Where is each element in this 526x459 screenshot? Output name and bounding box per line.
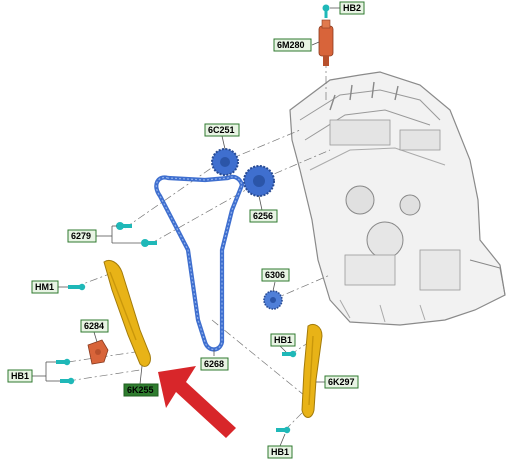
- callout-hb2: HB2: [339, 1, 365, 15]
- callout-hb1-right-bottom-text: HB1: [271, 447, 289, 457]
- callout-6306-text: 6306: [265, 270, 285, 280]
- callout-6c251-text: 6C251: [208, 125, 235, 135]
- callout-6m280: 6M280: [273, 38, 312, 52]
- bolt-hb2-icon: [322, 4, 330, 18]
- callout-6256-text: 6256: [253, 211, 273, 221]
- callout-hb1-left-text: HB1: [11, 371, 29, 381]
- sprocket-6c251-icon: [211, 148, 239, 176]
- bolt-hb1-right-bottom-icon: [276, 426, 291, 434]
- callout-hb2-text: HB2: [343, 3, 361, 13]
- guide-6k255-icon: [103, 259, 151, 367]
- bolt-hb1-left-icon: [56, 358, 75, 385]
- callout-6256: 6256: [249, 209, 278, 223]
- sensor-6m280-icon: [318, 19, 334, 66]
- timing-chain-6268-icon: [154, 174, 245, 352]
- callout-6c251: 6C251: [204, 123, 240, 137]
- callout-6279-text: 6279: [71, 231, 91, 241]
- callout-hm1: HM1: [31, 280, 59, 294]
- callout-hb1-left: HB1: [7, 369, 33, 383]
- callout-6268-text: 6268: [204, 359, 224, 369]
- callout-6m280-text: 6M280: [277, 40, 305, 50]
- tensioner-6284-icon: [87, 339, 109, 365]
- callout-6k297: 6K297: [324, 375, 359, 389]
- callout-hb1-right-bottom: HB1: [267, 445, 293, 459]
- callout-hb1-right-top-text: HB1: [274, 335, 292, 345]
- red-arrow-icon: [158, 366, 236, 438]
- callout-6k255: 6K255: [123, 383, 159, 397]
- callout-6279: 6279: [67, 229, 97, 243]
- guide-6k297-icon: [301, 323, 323, 418]
- leader-lines: [32, 7, 340, 447]
- engine-block-icon: [289, 71, 506, 326]
- sprocket-6256-icon: [243, 165, 275, 197]
- callout-6284: 6284: [80, 319, 109, 333]
- callout-hm1-text: HM1: [35, 282, 54, 292]
- callout-6k255-text: 6K255: [127, 385, 154, 395]
- callout-6268: 6268: [200, 357, 229, 371]
- callout-hb1-right-top: HB1: [270, 333, 296, 347]
- bolt-hb1-right-top-icon: [282, 350, 297, 358]
- callout-6306: 6306: [261, 268, 290, 282]
- sprocket-6306-icon: [263, 290, 283, 310]
- bolt-6279-icon: [116, 222, 157, 247]
- bolt-hm1-icon: [68, 283, 86, 291]
- callout-6284-text: 6284: [84, 321, 104, 331]
- callout-6k297-text: 6K297: [328, 377, 355, 387]
